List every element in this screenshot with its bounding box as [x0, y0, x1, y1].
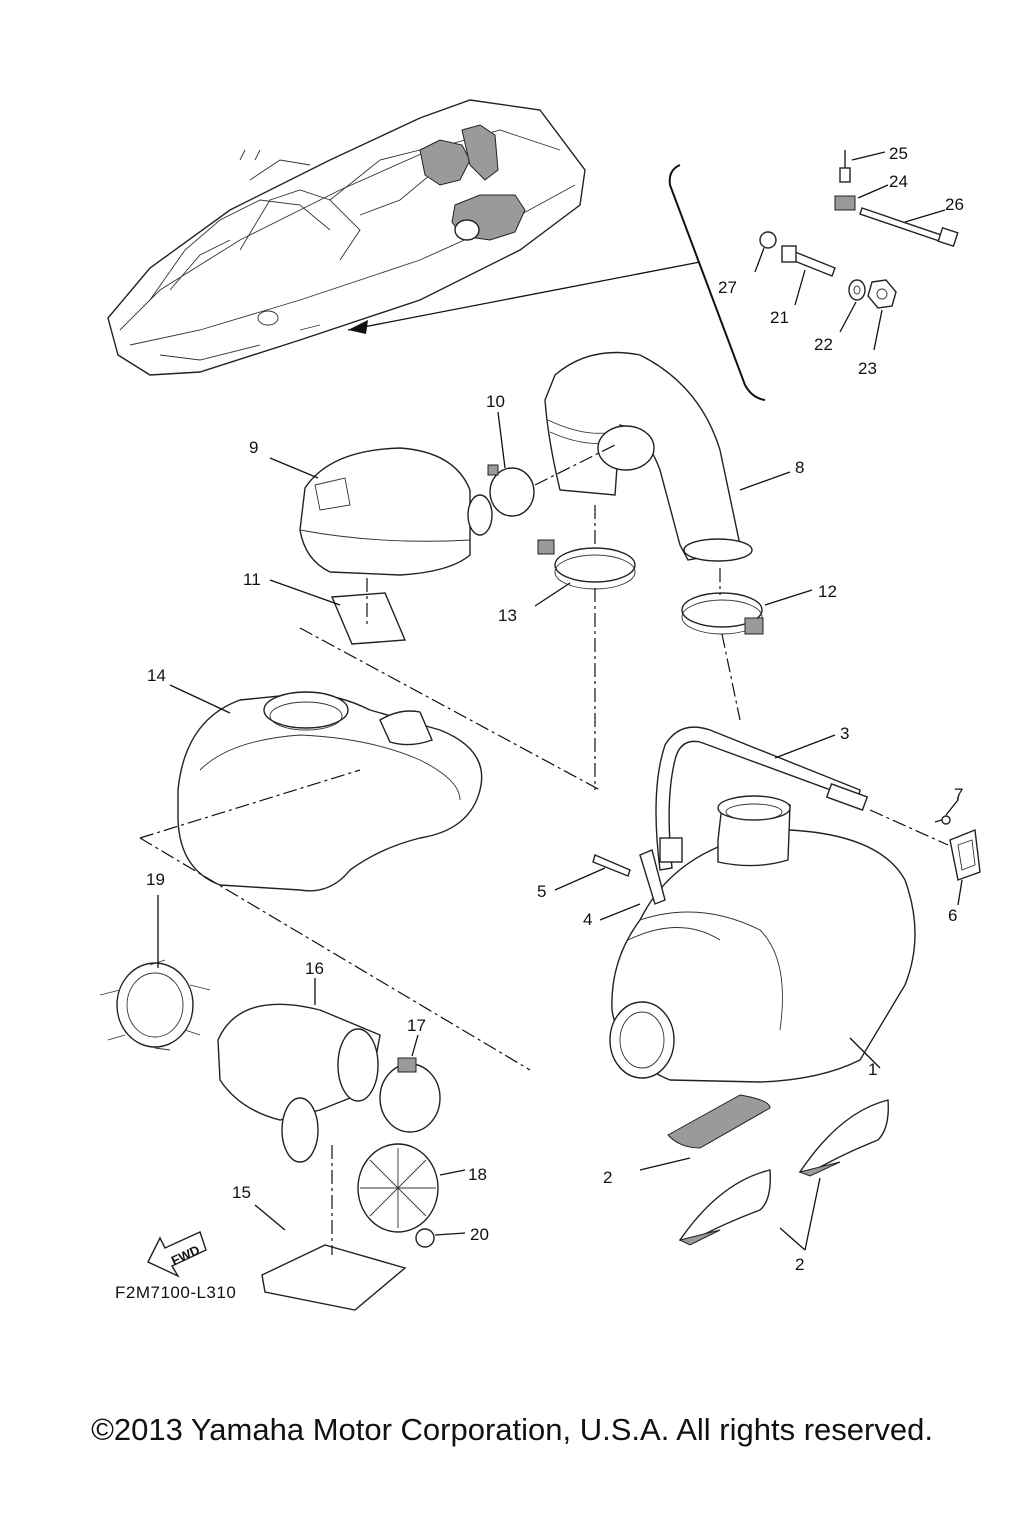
callout-7: 7: [954, 785, 963, 804]
callout-9: 9: [249, 438, 258, 457]
callout-21: 21: [770, 308, 789, 327]
clamp-10: [487, 411, 616, 517]
callout-1: 1: [868, 1060, 877, 1079]
plate-15: [254, 1145, 407, 1311]
copyright-notice: ©2013 Yamaha Motor Corporation, U.S.A. A…: [91, 1412, 933, 1447]
callout-10: 10: [486, 392, 505, 411]
fwd-arrow: [147, 1231, 207, 1278]
callout-16: 16: [305, 959, 324, 978]
airbox-14: [139, 627, 601, 1071]
clamp-13: [534, 505, 636, 790]
pad-11: [269, 578, 407, 645]
callout-4: 4: [583, 910, 592, 929]
callout-23: 23: [858, 359, 877, 378]
fastener-group: [668, 150, 959, 401]
callout-12: 12: [818, 582, 837, 601]
callout-17: 17: [407, 1016, 426, 1035]
callout-22: 22: [814, 335, 833, 354]
callout-15: 15: [232, 1183, 251, 1202]
air-filter-case-1: [609, 795, 916, 1083]
callout-19: 19: [146, 870, 165, 889]
bolt-20: [415, 1228, 466, 1248]
callout-labels: 1 2 2 3 4 5 6 7 8 9 10 11 12 13 14 15 16…: [115, 144, 964, 1302]
callout-13: 13: [498, 606, 517, 625]
callout-14: 14: [147, 666, 166, 685]
callout-24: 24: [889, 172, 908, 191]
callout-27: 27: [718, 278, 737, 297]
diagram-code: F2M7100-L310: [115, 1283, 236, 1302]
bracket-6-rivet-7: [934, 799, 981, 906]
callout-26: 26: [945, 195, 964, 214]
watercraft-overview: [107, 99, 701, 376]
strap-3: [655, 726, 949, 871]
duct-16: [217, 978, 381, 1163]
callout-5: 5: [537, 882, 546, 901]
bolt-ring-19: [99, 895, 211, 1051]
callout-8: 8: [795, 458, 804, 477]
callout-6: 6: [948, 906, 957, 925]
callout-11: 11: [243, 570, 261, 589]
callout-3: 3: [840, 724, 849, 743]
clamp-12: [681, 568, 813, 721]
mat-2-a: [639, 1094, 771, 1171]
clamp-17: [379, 1034, 441, 1133]
callout-2-b: 2: [795, 1255, 804, 1274]
bracket-4-pin-5: [554, 849, 666, 921]
intake-duct-8: [544, 351, 791, 562]
screen-18: [357, 1143, 466, 1233]
intake-part-9: [269, 447, 493, 576]
callout-20: 20: [470, 1225, 489, 1244]
callout-18: 18: [468, 1165, 487, 1184]
callout-2-a: 2: [603, 1168, 612, 1187]
mat-2-b: [678, 1099, 889, 1251]
callout-25: 25: [889, 144, 908, 163]
